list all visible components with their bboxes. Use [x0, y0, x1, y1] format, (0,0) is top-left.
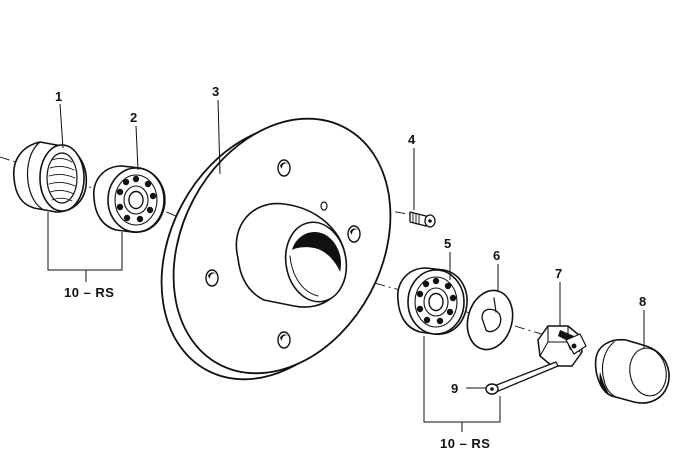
part-9-cotter-pin [485, 361, 559, 395]
callout-6: 6 [493, 248, 500, 263]
callout-5: 5 [444, 236, 451, 251]
part-6-washer [466, 289, 514, 351]
part-1-threaded-sleeve [13, 141, 88, 213]
leader-1 [59, 103, 64, 149]
part-2-bearing [93, 165, 166, 233]
callout-8: 8 [639, 294, 646, 309]
callout-3: 3 [212, 84, 219, 99]
kit-bracket-left [47, 212, 123, 271]
kit-label-left: 10 – RS [64, 285, 114, 300]
part-7-castle-nut [537, 325, 587, 367]
leader-2 [135, 125, 139, 171]
part-5-bearing [397, 267, 468, 335]
part-4-bolt [409, 211, 436, 228]
kit-label-right: 10 – RS [440, 436, 490, 451]
callout-4: 4 [408, 132, 416, 147]
leader-3 [217, 99, 221, 175]
callout-1: 1 [55, 89, 62, 104]
callout-7: 7 [555, 266, 562, 281]
callout-9: 9 [451, 381, 458, 396]
part-8-grease-cap [594, 338, 670, 404]
axis-center [297, 261, 401, 291]
callout-2: 2 [130, 110, 137, 125]
part-3-wheel-hub [160, 117, 392, 381]
